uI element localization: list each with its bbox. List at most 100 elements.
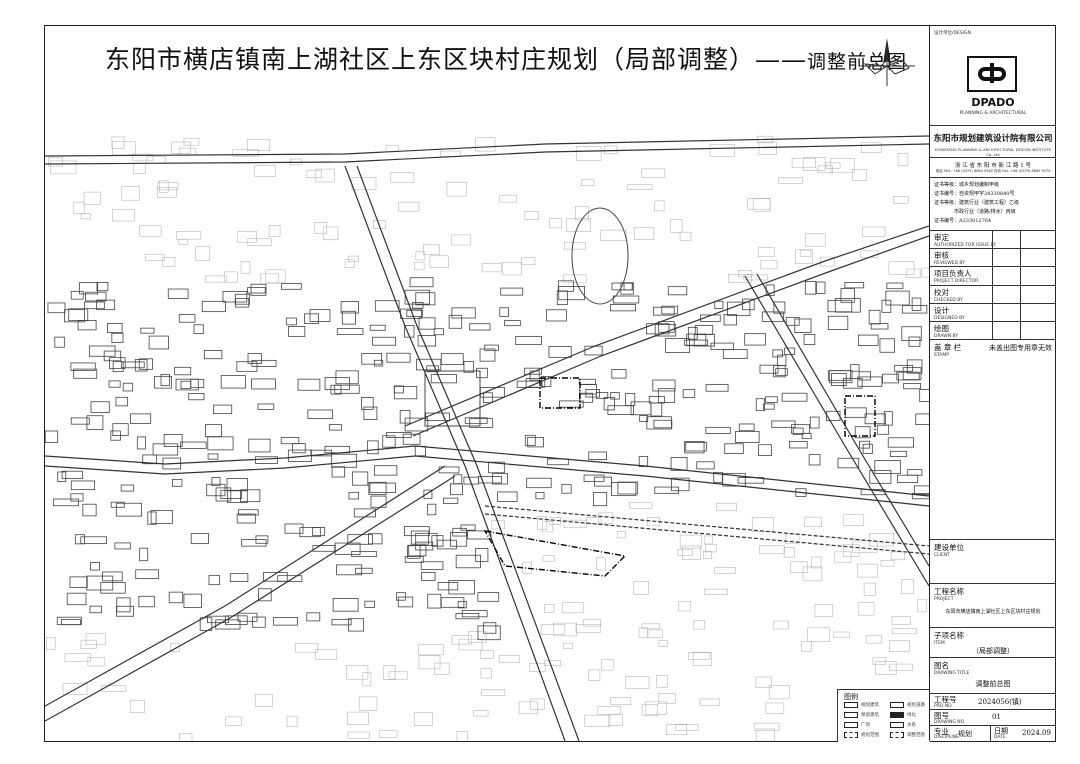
building (804, 281, 817, 295)
item-label-en: ITEM (934, 641, 945, 646)
building (152, 443, 179, 456)
building (295, 643, 319, 653)
building (351, 471, 369, 486)
building (247, 238, 272, 246)
building (559, 400, 584, 408)
building (705, 426, 731, 434)
building (232, 149, 259, 157)
title-block: 设计单位/DESIGN DPADO PLANNING & ARCHITECTUR… (929, 26, 1056, 741)
building (120, 361, 145, 369)
building (902, 367, 922, 381)
building (307, 409, 333, 419)
building (537, 516, 548, 530)
stamp-label-en: STAMP (934, 353, 949, 358)
building (785, 534, 800, 544)
building (837, 457, 860, 469)
building (163, 434, 183, 447)
building (667, 286, 688, 296)
stamp-note: 未盖出图专用章无效 (989, 344, 1052, 352)
building (499, 307, 509, 317)
logo-cell: 设计单位/DESIGN DPADO PLANNING & ARCHITECTUR… (930, 26, 1056, 126)
drawing-title-value: 调整前总图 (975, 680, 1011, 688)
building (332, 598, 359, 612)
drawing-sheet: 东阳市横店镇南上湖社区上东区块村庄规划（局部调整）——调整前总图 图例 规划建筑… (44, 25, 1056, 742)
building (413, 712, 433, 726)
road-sw-2 (45, 475, 456, 722)
building (919, 389, 929, 402)
building (388, 671, 408, 680)
road-ne (404, 225, 929, 427)
building (765, 702, 785, 714)
building (802, 157, 826, 171)
legend-label: 调整范围 (907, 733, 925, 738)
building (79, 282, 99, 295)
legend-swatch (844, 722, 858, 728)
project-no-label: 工程号 (934, 695, 957, 704)
building (348, 255, 359, 262)
building (347, 731, 370, 739)
building (331, 466, 346, 478)
building (791, 424, 810, 434)
building (653, 419, 673, 429)
building (61, 470, 83, 480)
certificate-line: 证书编号：自资规甲字24330840号 (934, 191, 1015, 197)
building (451, 307, 476, 319)
building (911, 493, 929, 500)
building (250, 283, 267, 296)
building (286, 715, 298, 727)
building (456, 731, 468, 741)
building (684, 441, 705, 454)
building (883, 411, 893, 426)
building (121, 186, 140, 201)
building (156, 182, 179, 191)
legend-label: 水系 (907, 723, 916, 728)
road-east (744, 275, 929, 587)
building (107, 322, 123, 333)
building (48, 157, 63, 167)
legend-item: 广场 (844, 722, 870, 728)
building (600, 229, 627, 241)
building (670, 219, 683, 233)
building (122, 382, 134, 392)
building (887, 437, 914, 448)
building (596, 557, 606, 571)
building (220, 489, 242, 500)
building (860, 142, 882, 153)
building (722, 349, 748, 359)
building (530, 698, 545, 710)
building (469, 418, 494, 428)
building (863, 582, 876, 596)
certificates-cell: 证书等级：城乡规划编制甲级证书编号：自资规甲字24330840号证书等级：建筑行… (930, 178, 1056, 231)
building (368, 533, 383, 545)
building (373, 220, 386, 229)
building (677, 548, 693, 556)
building (593, 476, 612, 487)
building (205, 424, 222, 437)
building (398, 201, 420, 212)
building (704, 588, 728, 595)
building (743, 274, 769, 281)
building (207, 436, 234, 451)
building (546, 309, 567, 322)
building (687, 326, 698, 340)
role-label-en: REVIEWED BY (934, 261, 965, 267)
legend-label: 广场 (861, 723, 870, 728)
building (744, 333, 766, 346)
building (903, 383, 921, 390)
role-label: 绘图 (934, 324, 949, 333)
building (145, 253, 165, 261)
building (130, 413, 152, 424)
road-main-ew-2 (45, 455, 929, 507)
building (477, 625, 501, 641)
discipline-value: 规划 (958, 730, 972, 738)
project-label-en: PROJECT (934, 597, 954, 602)
building (480, 668, 492, 679)
building (578, 378, 596, 385)
building (315, 649, 338, 660)
legend-swatch (844, 712, 858, 718)
building (404, 556, 424, 563)
building (477, 592, 500, 602)
building (348, 491, 359, 500)
building (526, 477, 552, 489)
